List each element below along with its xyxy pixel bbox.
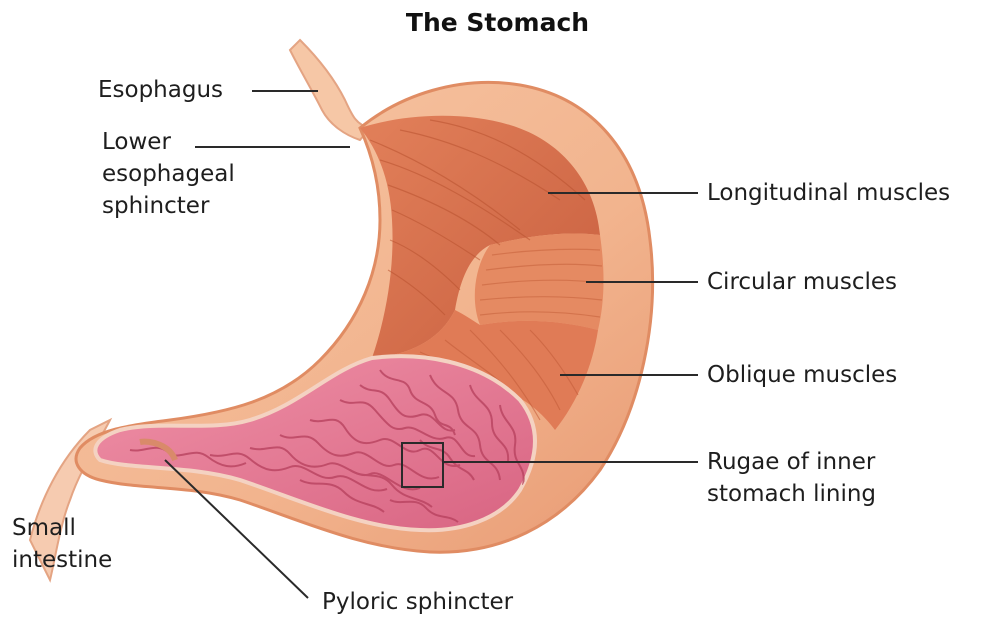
label-circular-muscles: Circular muscles <box>707 266 897 298</box>
label-line: stomach lining <box>707 478 876 510</box>
label-oblique-muscles: Oblique muscles <box>707 359 897 391</box>
label-longitudinal-muscles: Longitudinal muscles <box>707 177 950 209</box>
label-line: sphincter <box>102 190 235 222</box>
label-rugae: Rugae of inner stomach lining <box>707 446 876 510</box>
label-line: Small <box>12 512 112 544</box>
label-line: Rugae of inner <box>707 446 876 478</box>
label-line: esophageal <box>102 158 235 190</box>
label-line: intestine <box>12 544 112 576</box>
label-lower-esophageal-sphincter: Lower esophageal sphincter <box>102 126 235 222</box>
label-pyloric-sphincter: Pyloric sphincter <box>322 586 513 618</box>
label-small-intestine: Small intestine <box>12 512 112 576</box>
label-esophagus: Esophagus <box>98 74 223 106</box>
label-line: Lower <box>102 126 235 158</box>
